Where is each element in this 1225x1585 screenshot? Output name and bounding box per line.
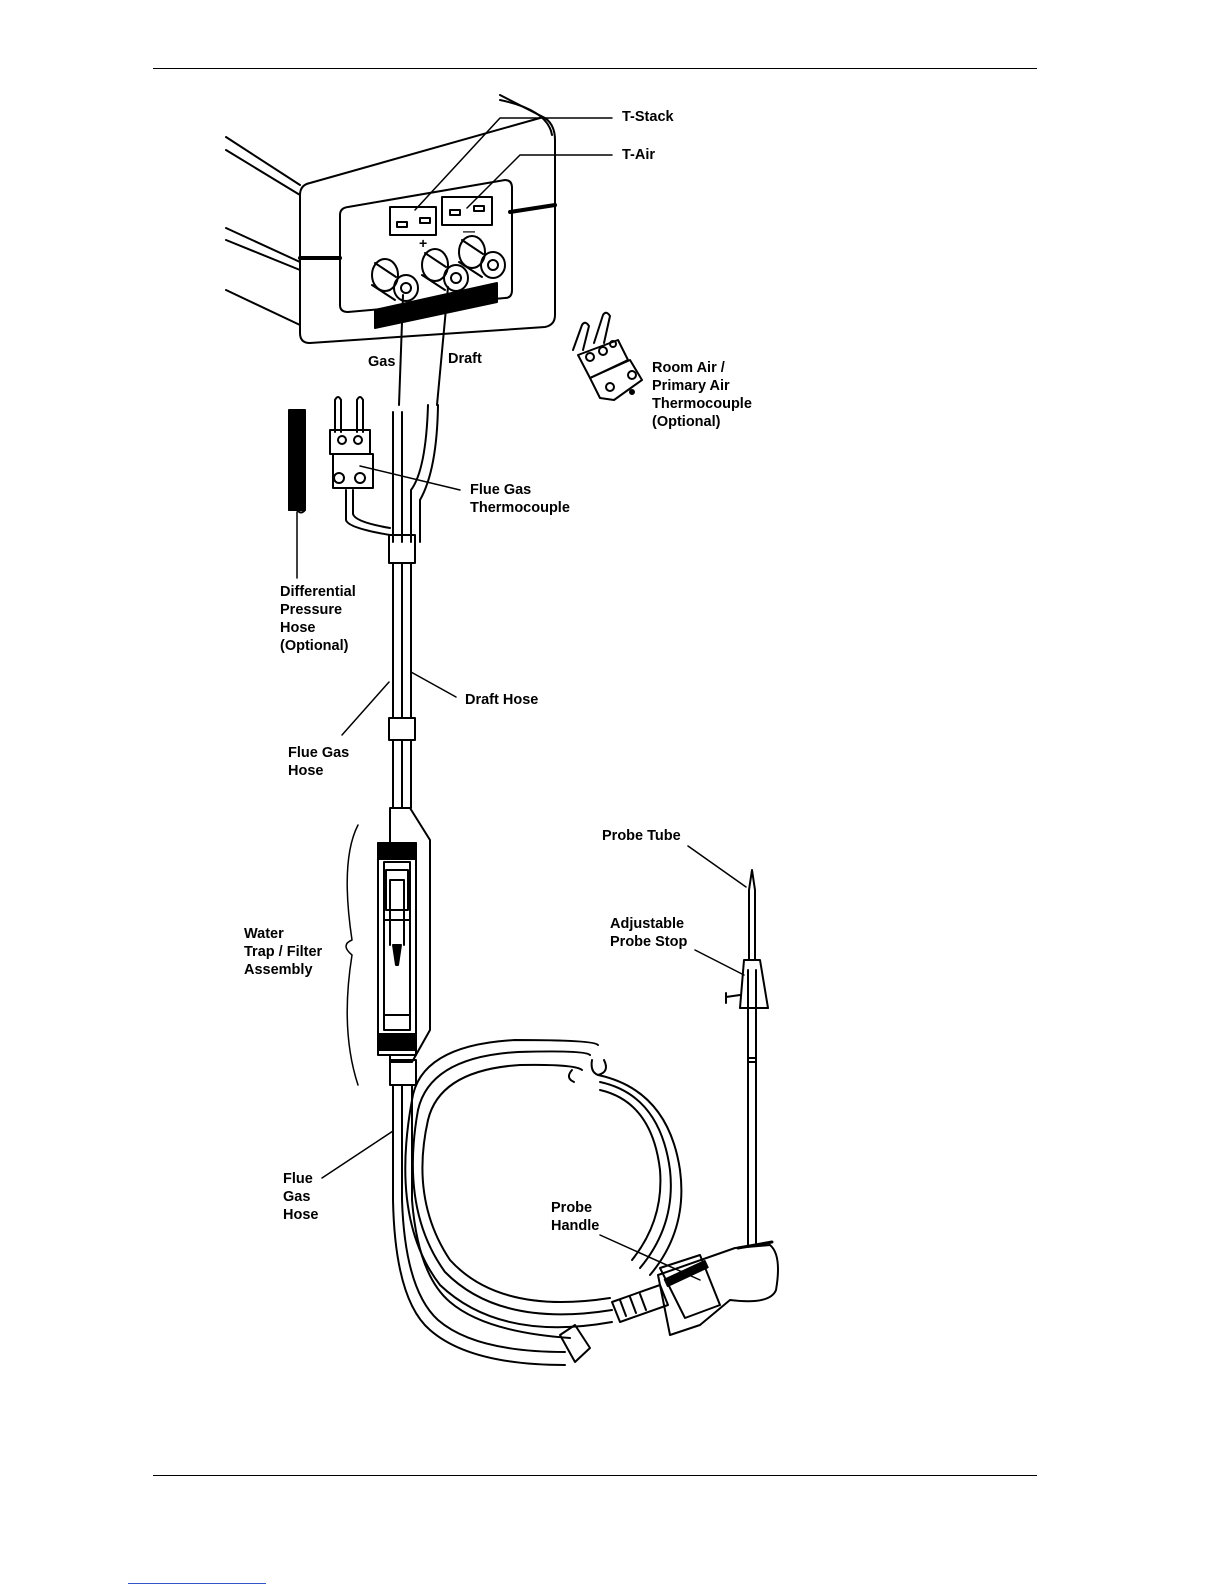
- gas-port: [372, 259, 418, 301]
- label-flue-gas-thermocouple: Flue Gas Thermocouple: [470, 481, 570, 517]
- label-minus: —: [463, 222, 475, 240]
- label-plus: +: [419, 234, 427, 252]
- label-water-trap-filter-assembly: Water Trap / Filter Assembly: [244, 925, 322, 979]
- water-trap-filter-assembly: [346, 808, 430, 1085]
- dual-hose-upper: [389, 405, 438, 808]
- label-flue-gas-hose-upper: Flue Gas Hose: [288, 744, 349, 780]
- t-stack-jack: [390, 207, 436, 235]
- probe-tube: [748, 870, 756, 1245]
- label-room-air-thermocouple: Room Air / Primary Air Thermocouple (Opt…: [652, 359, 752, 431]
- label-t-air: T-Air: [622, 146, 655, 164]
- probe-handle: [612, 1242, 778, 1335]
- label-draft: Draft: [448, 350, 482, 368]
- differential-pressure-hose: [289, 410, 305, 578]
- label-probe-handle: Probe Handle: [551, 1199, 599, 1235]
- label-probe-tube: Probe Tube: [602, 827, 681, 845]
- label-gas: Gas: [368, 353, 395, 371]
- draft-port: [422, 249, 468, 291]
- label-t-stack: T-Stack: [622, 108, 674, 126]
- room-air-thermocouple: [573, 313, 642, 400]
- label-differential-pressure-hose: Differential Pressure Hose (Optional): [280, 583, 356, 655]
- label-adjustable-probe-stop: Adjustable Probe Stop: [610, 915, 687, 951]
- t-air-jack: [442, 197, 492, 225]
- hose-coil: [405, 1040, 681, 1327]
- label-flue-gas-hose-lower: Flue Gas Hose: [283, 1170, 318, 1224]
- label-draft-hose: Draft Hose: [465, 691, 538, 709]
